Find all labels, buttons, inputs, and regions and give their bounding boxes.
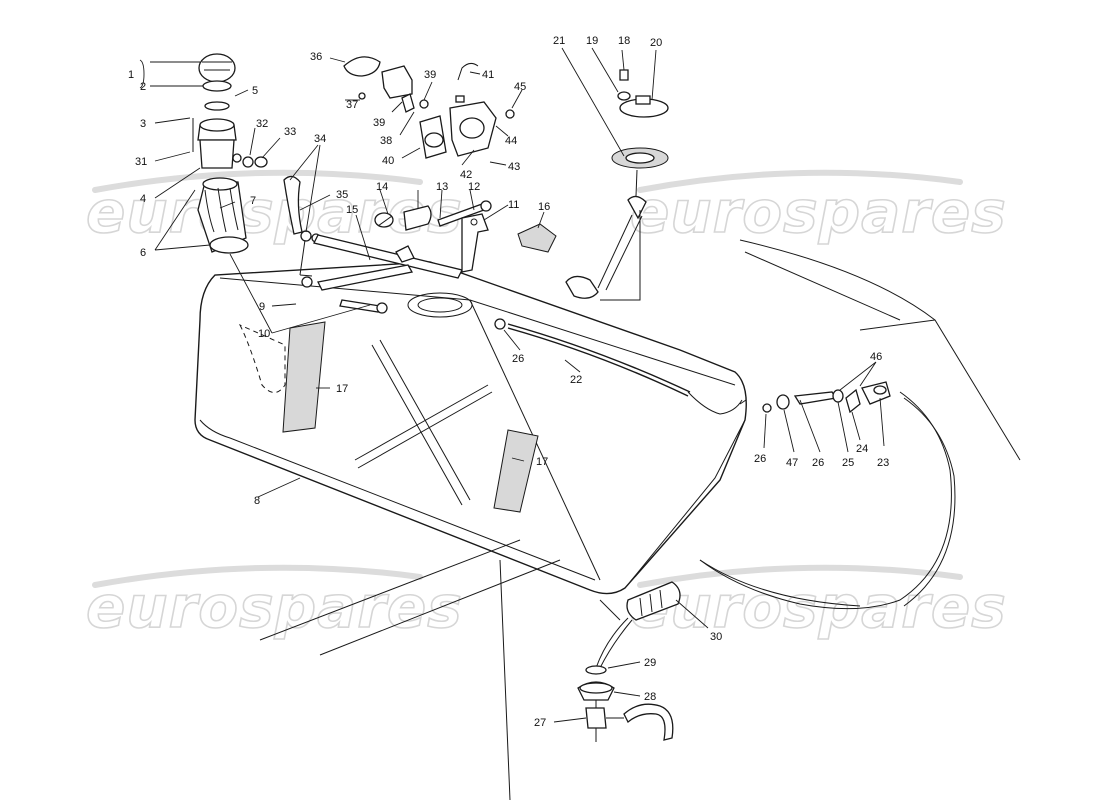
- callout-21: 21: [553, 35, 565, 47]
- callout-24: 24: [856, 443, 868, 455]
- callout-47: 47: [786, 457, 798, 469]
- callout-8: 8: [254, 495, 260, 507]
- callout-39: 39: [424, 69, 436, 81]
- fuel-gauge-sender: [565, 69, 669, 301]
- fuel-line-22: [494, 318, 747, 415]
- callout-23: 23: [877, 457, 889, 469]
- callout-43: 43: [508, 161, 520, 173]
- callout-37: 37: [346, 99, 358, 111]
- callout-1: 1: [128, 69, 134, 81]
- callout-25: 25: [842, 457, 854, 469]
- leader-lines: [139, 47, 885, 723]
- callout-14: 14: [376, 181, 388, 193]
- callout-27: 27: [534, 717, 546, 729]
- watermark-text: eurospares: [86, 178, 463, 246]
- callout-11: 11: [508, 199, 519, 211]
- callout-26: 26: [512, 353, 524, 365]
- callout-15: 15: [346, 204, 358, 216]
- callout-3: 3: [140, 118, 146, 130]
- callout-30: 30: [710, 631, 722, 643]
- sender-mount-assembly: [343, 56, 515, 159]
- callout-33: 33: [284, 126, 296, 138]
- callout-12: 12: [468, 181, 480, 193]
- callout-9: 9: [259, 301, 265, 313]
- fasteners-12-13-14: [374, 200, 492, 231]
- callout-26: 26: [812, 457, 824, 469]
- callout-39: 39: [373, 117, 385, 129]
- callout-18: 18: [618, 35, 630, 47]
- callout-17: 17: [336, 383, 348, 395]
- callout-7: 7: [250, 195, 256, 207]
- callout-46: 46: [870, 351, 882, 363]
- callout-35: 35: [336, 189, 348, 201]
- callout-36: 36: [310, 51, 322, 63]
- callout-40: 40: [382, 155, 394, 167]
- callout-31: 31: [135, 156, 147, 168]
- callout-17: 17: [536, 456, 548, 468]
- callout-2: 2: [140, 81, 146, 93]
- callout-22: 22: [570, 374, 582, 386]
- car-body-outline: [259, 239, 1021, 800]
- callout-44: 44: [505, 135, 517, 147]
- callout-34: 34: [314, 133, 326, 145]
- callout-45: 45: [514, 81, 526, 93]
- watermark-text: eurospares: [630, 178, 1007, 246]
- watermark-text: eurospares: [86, 573, 463, 641]
- callout-19: 19: [586, 35, 598, 47]
- fuel-outlet-fittings: [699, 381, 956, 610]
- filler-cap-assembly: [192, 53, 249, 254]
- callout-20: 20: [650, 37, 662, 49]
- callout-16: 16: [538, 201, 550, 213]
- callout-28: 28: [644, 691, 656, 703]
- callout-41: 41: [482, 69, 494, 81]
- callout-29: 29: [644, 657, 656, 669]
- watermark-group: eurospares eurospares eurospares eurospa…: [85, 169, 1007, 642]
- callout-42: 42: [460, 169, 472, 181]
- callout-6: 6: [140, 247, 146, 259]
- callout-26: 26: [754, 453, 766, 465]
- drain-assembly: [577, 581, 681, 742]
- callout-32: 32: [256, 118, 268, 130]
- callout-5: 5: [252, 85, 258, 97]
- callout-10: 10: [258, 328, 270, 340]
- tank-pad-right: [493, 429, 539, 513]
- vent-pipe: [313, 234, 463, 314]
- callout-labels: 1 2 3 4 5 6 7 8 9 10 11 12 13 14 15 16 1…: [128, 35, 889, 729]
- rubber-pad-16: [517, 223, 557, 253]
- fuel-tank: [194, 261, 747, 595]
- tank-strap-bracket: [461, 213, 489, 273]
- callout-13: 13: [436, 181, 448, 193]
- callout-38: 38: [380, 135, 392, 147]
- callout-4: 4: [140, 193, 146, 205]
- tank-pad-left: [282, 321, 326, 433]
